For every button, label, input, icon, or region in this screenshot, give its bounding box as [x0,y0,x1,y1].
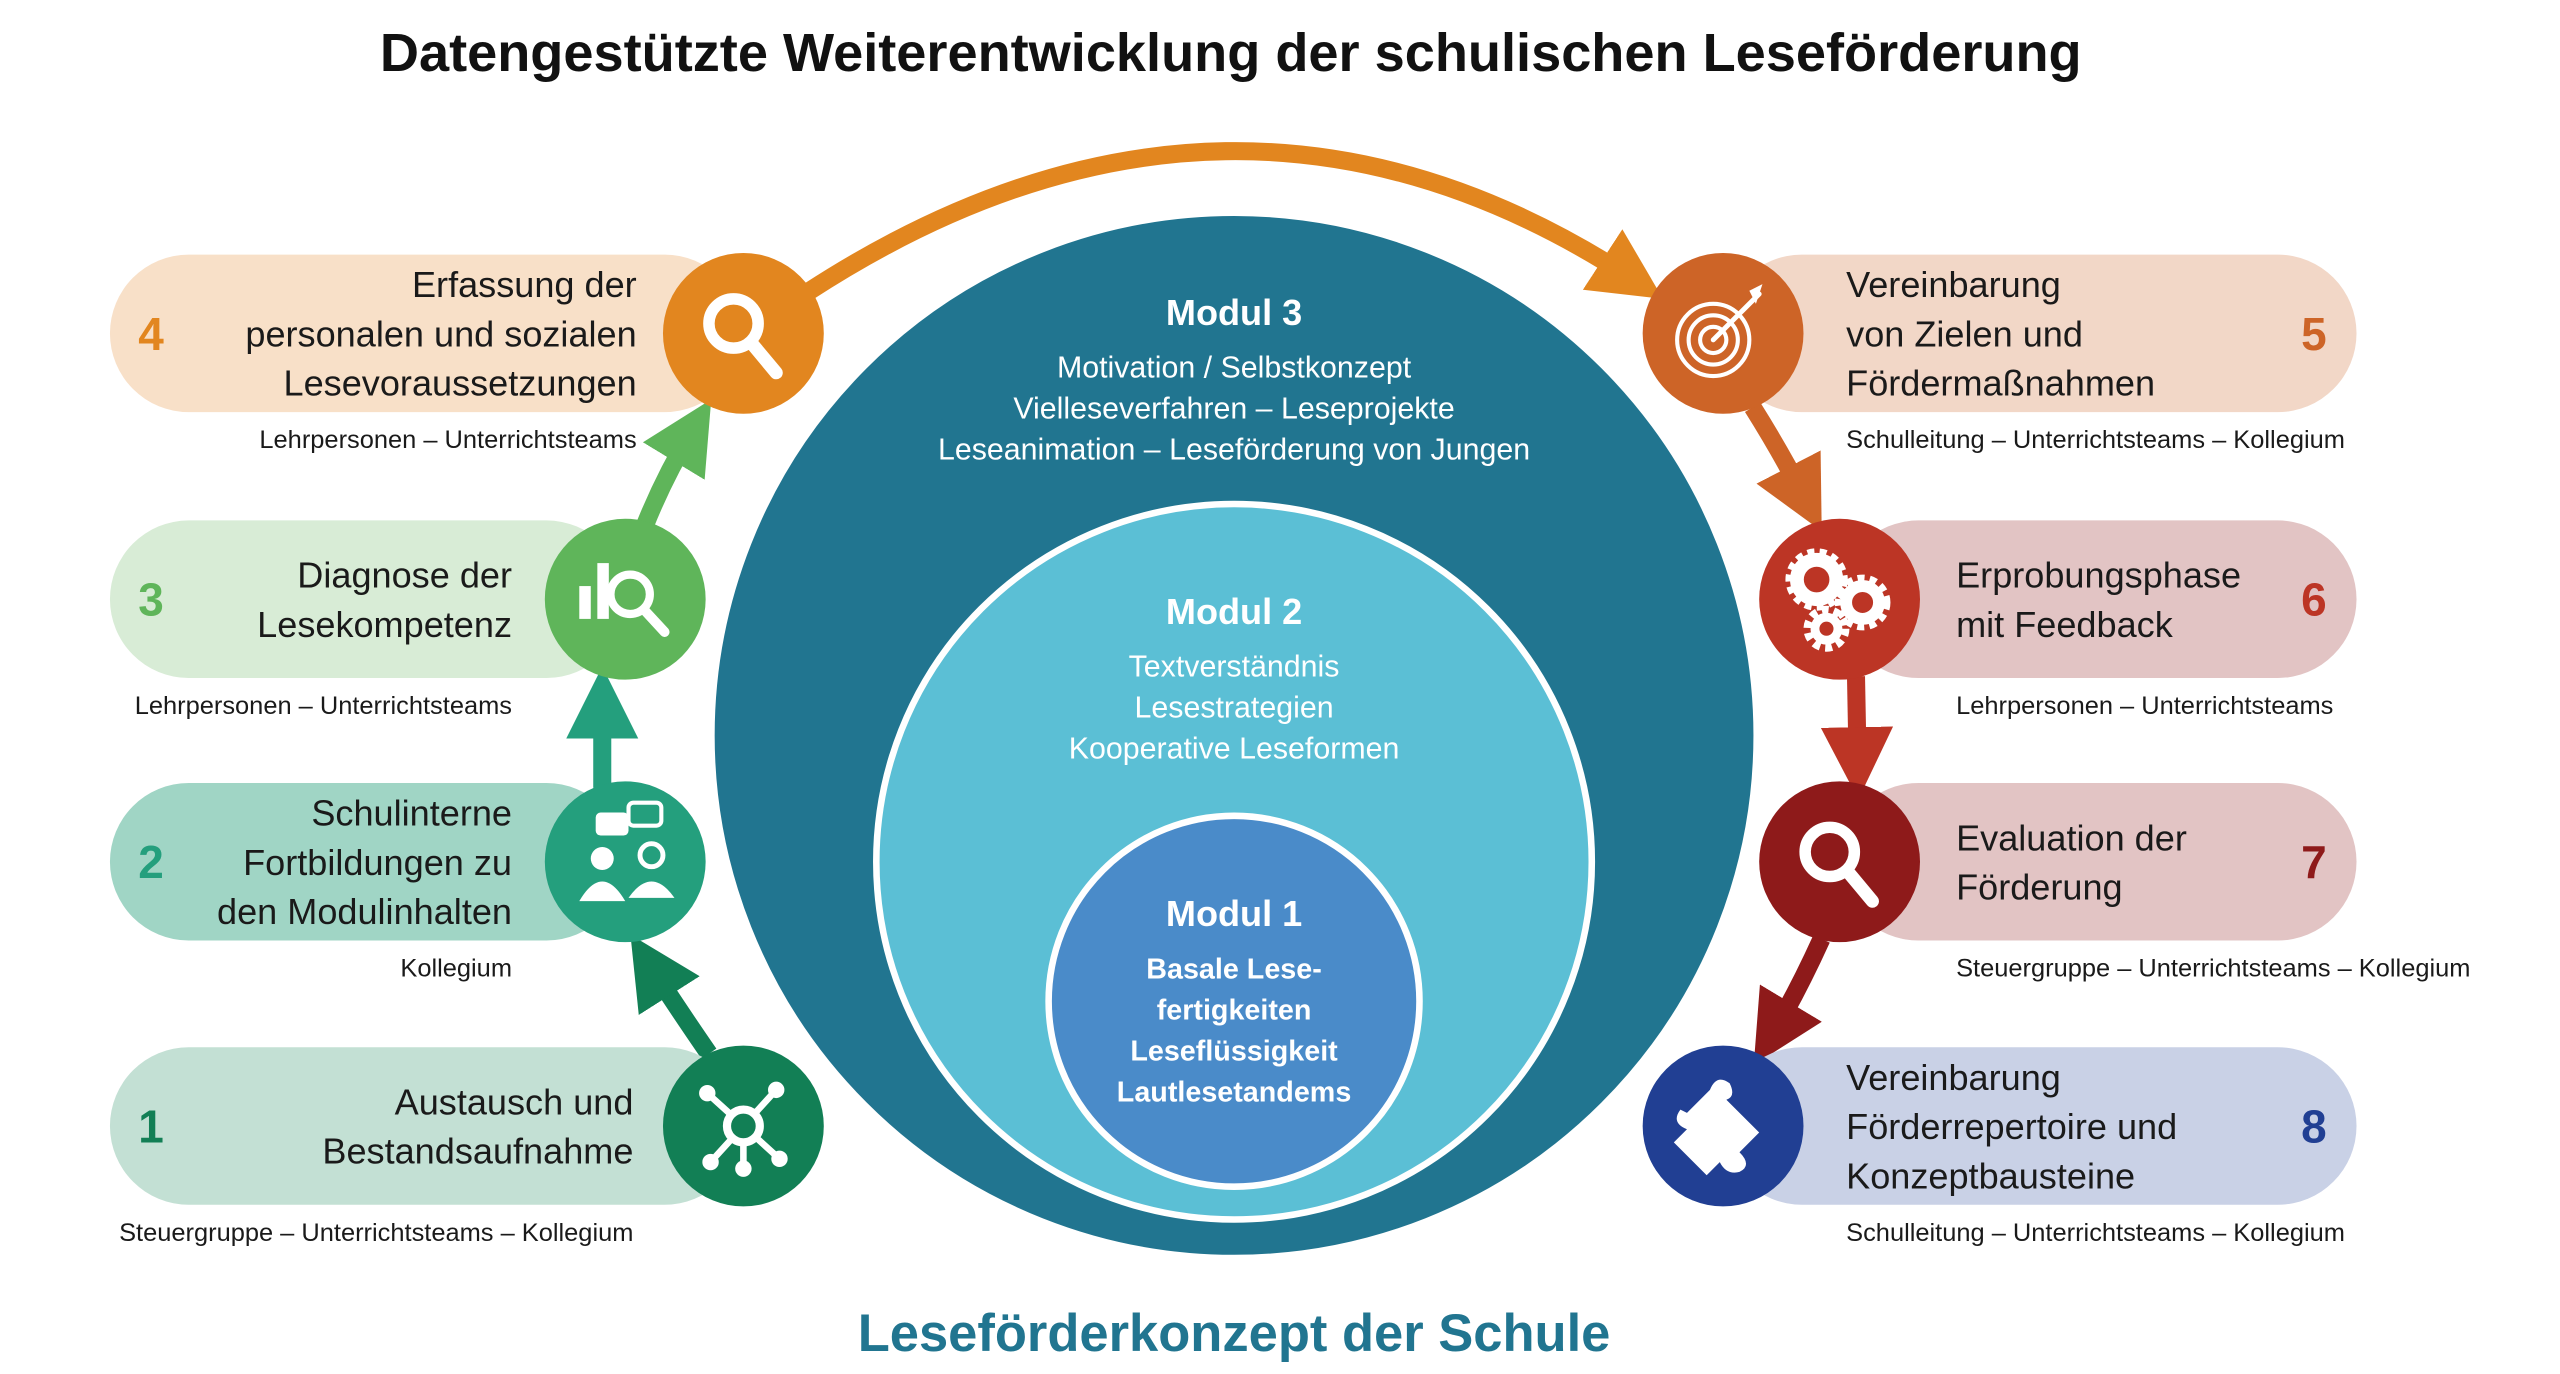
step-roles: Steuergruppe – Unterrichtsteams – Kolleg… [1956,955,2470,983]
arrows [566,142,1894,1066]
step-label: Erprobungsphase [1956,555,2241,596]
module-line: Leseanimation – Leseförderung von Jungen [938,434,1530,467]
search-icon [1799,821,1879,908]
module-line: Lautlesetandems [1117,1076,1352,1108]
step-pill [109,254,744,413]
module-line: Textverständnis [1129,650,1340,683]
step-icon-circle [544,518,706,680]
chart-search-icon [579,563,670,637]
step-label: Konzeptbausteine [1846,1155,2135,1196]
gears-icon [1785,548,1891,652]
step-icon-circle [544,781,706,943]
module-line: Leseflüssigkeit [1130,1035,1338,1067]
step-label: Lesekompetenz [257,604,512,645]
step-roles: Lehrpersonen – Unterrichtsteams [259,426,636,454]
step-label: Diagnose der [297,555,512,596]
step-number: 7 [2301,836,2327,888]
step-roles: Schulleitung – Unterrichtsteams – Kolleg… [1846,426,2345,454]
step-pill [1839,520,2357,678]
module-line: Vielleseverfahren – Leseprojekte [1013,393,1454,426]
step-pill [109,1047,744,1205]
step-label: Schulinterne [311,793,512,834]
step-label: Erfassung der [412,264,637,305]
step-pill [1723,254,2357,413]
arrow-5-to-6 [1744,402,1822,532]
module-line: Motivation / Selbstkonzept [1057,352,1412,385]
module-line: Lesestrategien [1135,691,1334,724]
step-pill [1839,783,2357,941]
arrow-3-to-4 [636,399,712,529]
step-label: den Modulinhalten [217,891,512,932]
puzzle-icon [1673,1079,1760,1176]
step-label: Förderung [1956,867,2123,908]
step-1[interactable]: 1 Austausch undBestandsaufnahmeSteuergrup… [109,1045,824,1247]
step-pill [109,783,626,941]
step-label: Lesevoraussetzungen [284,363,637,404]
step-roles: Schulleitung – Unterrichtsteams – Kolleg… [1846,1219,2345,1247]
step-label: Fördermaßnahmen [1846,363,2155,404]
page-title: Datengestützte Weiterentwicklung der sch… [380,23,2082,83]
module-title: Modul 3 [1166,292,1302,333]
step-roles: Lehrpersonen – Unterrichtsteams [135,692,512,720]
arrow-1-to-2 [630,934,717,1059]
step-roles: Kollegium [400,955,512,983]
step-pill [109,520,626,678]
module-title: Modul 2 [1166,591,1302,632]
step-number: 4 [138,308,164,360]
step-icon-circle [1759,781,1920,943]
step-roles: Steuergruppe – Unterrichtsteams – Kolleg… [119,1219,633,1247]
step-label: Fortbildungen zu [243,842,512,883]
step-icon-circle [662,252,824,414]
target-icon [1675,284,1763,379]
step-number: 3 [138,574,164,626]
arrow-6-to-7 [1820,676,1894,800]
footer-title: Leseförderkonzept der Schule [858,1304,1611,1363]
module-line: Kooperative Leseformen [1069,732,1400,765]
step-number: 5 [2301,308,2327,360]
step-icon-circle [662,1045,824,1207]
step-5[interactable]: 5 Vereinbarung von Zielen undFördermaßnahm… [1642,252,2357,454]
step-number: 8 [2301,1100,2327,1152]
step-label: Förderrepertoire und [1846,1106,2177,1147]
step-roles: Lehrpersonen – Unterrichtsteams [1956,692,2333,720]
people-chat-icon [579,800,675,902]
module-1-circle [1045,812,1423,1190]
step-label: Bestandsaufnahme [322,1131,633,1172]
arrow-7-to-8 [1753,935,1830,1066]
step-label: von Zielen und [1846,313,2083,354]
step-pill [1723,1047,2357,1205]
step-label: personalen und sozialen [245,313,636,354]
module-line: fertigkeiten [1157,994,1312,1026]
step-number: 6 [2301,574,2327,626]
step-number: 1 [138,1100,164,1152]
step-label: mit Feedback [1956,604,2174,645]
module-line: Basale Lese- [1146,953,1322,985]
module-title: Modul 1 [1166,893,1302,934]
arrow-4-to-5 [802,142,1664,300]
search-icon [703,293,783,380]
step-label: Austausch und [395,1081,634,1122]
step-6[interactable]: 6 Erprobungsphase mit FeedbackLehrpersonen… [1759,518,2357,720]
network-icon [699,1081,788,1177]
step-label: Vereinbarung [1846,1057,2061,1098]
step-label: Vereinbarung [1846,264,2061,305]
step-number: 2 [138,836,164,888]
step-label: Evaluation der [1956,817,2187,858]
step-4[interactable]: 4 Erfassung der personalen und sozialenLes… [109,252,824,454]
